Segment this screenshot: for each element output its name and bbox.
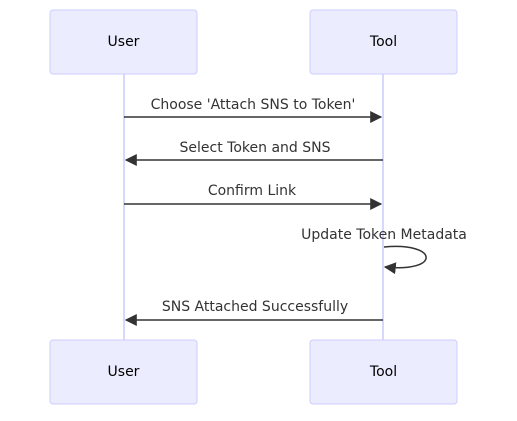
message-label: Choose 'Attach SNS to Token' xyxy=(151,97,356,113)
actor-tool-bottom: Tool xyxy=(309,339,458,405)
message-self-arrow xyxy=(383,245,427,275)
message-choose-attach: Choose 'Attach SNS to Token' xyxy=(124,97,383,123)
actor-box xyxy=(309,339,458,405)
actor-box xyxy=(49,9,198,75)
message-label: SNS Attached Successfully xyxy=(162,299,348,315)
actor-label: Tool xyxy=(369,34,397,50)
message-sns-attached: SNS Attached Successfully xyxy=(124,299,383,326)
actor-box xyxy=(49,339,198,405)
actor-user-top: User xyxy=(49,9,198,75)
actor-box xyxy=(309,9,458,75)
message-select-token: Select Token and SNS xyxy=(124,140,383,166)
actor-user-bottom: User xyxy=(49,339,198,405)
message-update-metadata: Update Token Metadata xyxy=(301,227,467,275)
message-label: Update Token Metadata xyxy=(301,227,467,243)
actor-label: User xyxy=(108,364,140,380)
message-label: Select Token and SNS xyxy=(180,140,331,156)
actor-tool-top: Tool xyxy=(309,9,458,75)
actor-label: Tool xyxy=(369,364,397,380)
message-confirm-link: Confirm Link xyxy=(124,183,383,210)
message-label: Confirm Link xyxy=(208,183,297,199)
actor-label: User xyxy=(108,34,140,50)
